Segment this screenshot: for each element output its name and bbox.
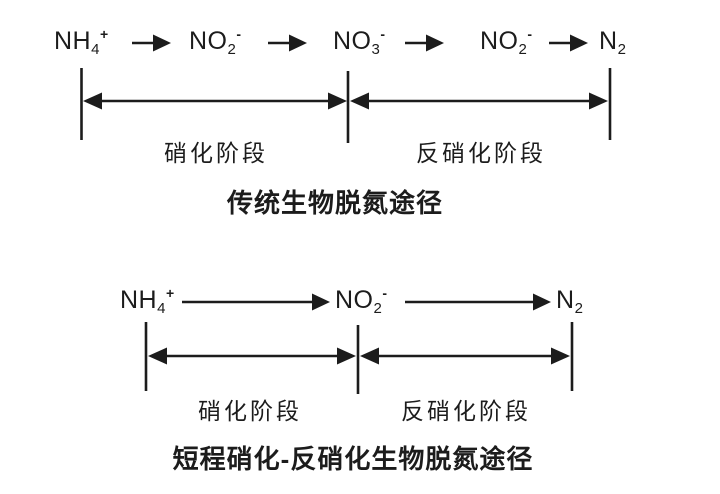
stage-extent-arrow <box>350 92 608 110</box>
stage-extent-arrow <box>360 347 570 365</box>
d1-reaction-arrows <box>132 34 588 52</box>
stage-extent-arrow <box>148 347 356 365</box>
d2-stage-extent-arrows <box>148 347 570 365</box>
diagram-title-traditional: 传统生物脱氮途径 <box>226 188 444 218</box>
species-formula-no2: NO2- <box>189 26 242 58</box>
reaction-arrow <box>405 293 551 311</box>
d2-stage-ticks <box>144 322 574 394</box>
stage-label-denitrification: 反硝化阶段 <box>401 398 531 424</box>
reaction-arrow <box>132 34 171 52</box>
species-formula-no2: NO2- <box>335 285 388 317</box>
d1-stage-extent-arrows <box>83 92 608 110</box>
stage-extent-arrow <box>83 92 347 110</box>
d2-reaction-arrows <box>182 293 551 311</box>
reaction-arrow <box>405 34 444 52</box>
species-formula-nh4: NH4+ <box>54 26 109 58</box>
species-formula-n2: N2 <box>556 286 584 317</box>
diagram-title-shortcut: 短程硝化-反硝化生物脱氮途径 <box>172 444 534 474</box>
stage-label-nitrification: 硝化阶段 <box>198 398 302 424</box>
species-formula-no3: NO3- <box>333 26 386 58</box>
reaction-arrow <box>549 34 588 52</box>
reaction-arrow <box>182 293 330 311</box>
d1-stage-ticks <box>80 68 612 143</box>
species-formula-nh4: NH4+ <box>120 285 175 317</box>
species-formula-n2: N2 <box>599 27 627 58</box>
species-formula-no2: NO2- <box>480 26 533 58</box>
stage-label-nitrification: 硝化阶段 <box>164 140 268 166</box>
stage-label-denitrification: 反硝化阶段 <box>416 140 546 166</box>
reaction-arrow <box>268 34 307 52</box>
